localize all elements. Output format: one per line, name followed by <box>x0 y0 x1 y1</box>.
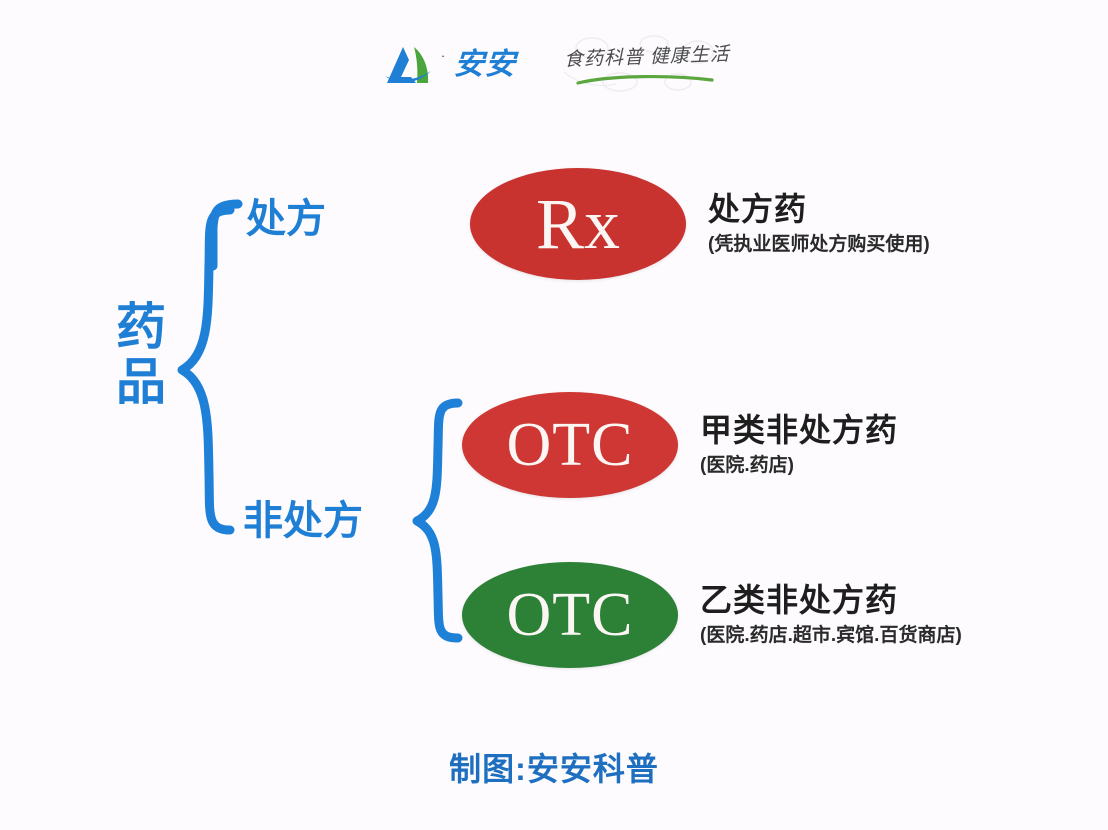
root-label: 药 品 <box>104 300 178 410</box>
brand-logo: · 安安 <box>384 43 518 87</box>
symbol-badge-otc-red: OTC <box>462 392 678 498</box>
branch-label-non-prescription: 非处方 <box>243 499 363 543</box>
brace-prescription-hook <box>196 198 243 271</box>
description-otc-class-a: 甲类非处方药 (医院.药店) <box>700 412 898 478</box>
brace-otc <box>412 398 463 643</box>
description-title: 甲类非处方药 <box>700 412 899 449</box>
symbol-badge-rx-text: Rx <box>535 184 621 264</box>
description-prescription-drug: 处方药 (凭执业医师处方购买使用) <box>708 191 930 257</box>
slogan-watermark-icon <box>563 35 714 92</box>
description-title: 处方药 <box>708 191 808 228</box>
branch-label-prescription: 处方 <box>246 197 326 241</box>
slogan-underline-icon <box>576 74 714 85</box>
credit-line: 制图:安安科普 <box>449 751 659 787</box>
row-otc-class-a: OTC 甲类非处方药 (医院.药店) <box>462 392 898 498</box>
brand-name: 安安 <box>453 48 518 81</box>
description-subtitle: (医院.药店.超市.宾馆.百货商店) <box>700 625 962 646</box>
description-otc-class-b: 乙类非处方药 (医院.药店.超市.宾馆.百货商店) <box>700 582 962 648</box>
description-subtitle: (医院.药店) <box>700 455 794 476</box>
root-label-char-2: 品 <box>116 354 166 410</box>
row-otc-class-b: OTC 乙类非处方药 (医院.药店.超市.宾馆.百货商店) <box>462 562 962 668</box>
symbol-badge-otc-green-text: OTC <box>506 581 634 649</box>
root-label-char-1: 药 <box>116 299 166 355</box>
symbol-badge-otc-green: OTC <box>462 562 678 668</box>
anan-a-logo-icon <box>384 47 431 83</box>
slogan-text: 食药科普 健康生活 <box>563 44 731 71</box>
symbol-badge-otc-red-text: OTC <box>506 411 634 479</box>
symbol-badge-rx: Rx <box>470 168 686 280</box>
description-subtitle: (凭执业医师处方购买使用) <box>708 234 930 255</box>
brand-header: · 安安 食药科普 健康生活 <box>0 34 1108 96</box>
row-prescription-drug: Rx 处方药 (凭执业医师处方购买使用) <box>470 168 930 280</box>
brand-dot: · <box>440 47 446 63</box>
description-title: 乙类非处方药 <box>700 582 899 619</box>
brand-slogan: 食药科普 健康生活 <box>563 35 731 94</box>
